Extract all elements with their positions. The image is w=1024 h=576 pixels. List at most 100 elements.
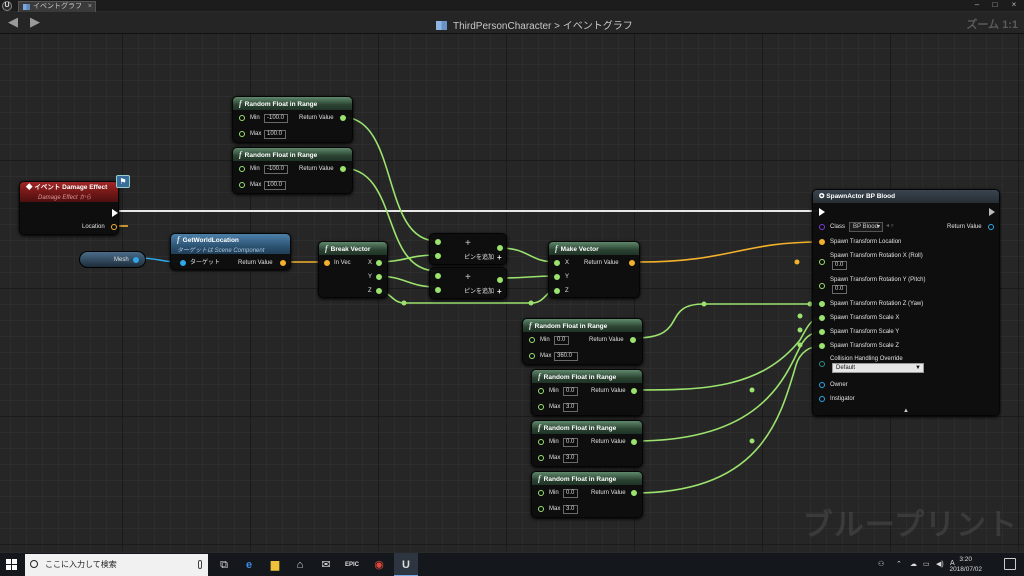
max-field[interactable]: 100.0: [264, 130, 286, 139]
owner-pin[interactable]: [819, 382, 825, 388]
cloud-icon[interactable]: ☁: [910, 561, 917, 568]
scale-z-pin[interactable]: [819, 343, 825, 349]
event-damage-effect-node[interactable]: ◆ イベント Damage Effect Damage Effect から Lo…: [19, 181, 119, 235]
clock[interactable]: 3:20 2018/07/02: [949, 555, 982, 575]
x-pin[interactable]: [376, 260, 382, 266]
x-pin[interactable]: [554, 260, 560, 266]
breadcrumb-asset[interactable]: ThirdPersonCharacter: [453, 21, 552, 32]
tab-close-icon[interactable]: ×: [87, 3, 92, 10]
exec-in-pin[interactable]: [819, 208, 825, 216]
min-field[interactable]: 0.0: [563, 489, 578, 498]
forward-arrow-icon[interactable]: ▶: [30, 14, 40, 29]
min-pin[interactable]: [538, 490, 544, 496]
z-pin[interactable]: [376, 288, 382, 294]
rotation-x-field[interactable]: 0.0: [832, 261, 847, 270]
a-pin[interactable]: [435, 239, 441, 245]
collision-select[interactable]: Default▼: [832, 363, 924, 373]
mesh-variable-node[interactable]: Mesh: [79, 251, 146, 268]
return-value-pin[interactable]: [280, 260, 286, 266]
max-field[interactable]: 100.0: [264, 181, 286, 190]
max-pin[interactable]: [529, 353, 535, 359]
scale-y-pin[interactable]: [819, 329, 825, 335]
max-pin[interactable]: [538, 404, 544, 410]
add-float-node-2[interactable]: + ピンを追加 +: [429, 267, 507, 299]
target-pin[interactable]: [180, 260, 186, 266]
exec-out-pin[interactable]: [989, 208, 995, 216]
tab-event-graph[interactable]: イベントグラフ ×: [18, 1, 96, 12]
collision-pin[interactable]: [819, 361, 825, 367]
spawn-location-pin[interactable]: [819, 239, 825, 245]
add-pin-plus-icon[interactable]: +: [497, 287, 502, 296]
expand-arrow-icon[interactable]: ▲: [903, 408, 909, 414]
b-pin[interactable]: [435, 253, 441, 259]
min-field[interactable]: -100.0: [264, 114, 288, 123]
rotation-x-pin[interactable]: [819, 259, 825, 265]
y-pin[interactable]: [554, 274, 560, 280]
close-button[interactable]: ×: [1011, 0, 1017, 9]
back-arrow-icon[interactable]: ◀: [8, 14, 18, 29]
spawn-actor-node[interactable]: ✪ SpawnActor BP Blood Class BP Blood▾ ◂ …: [812, 189, 1000, 416]
add-pin-label[interactable]: ピンを追加: [464, 289, 495, 295]
chevron-up-icon[interactable]: ⌃: [896, 561, 902, 568]
rotation-y-pin[interactable]: [819, 283, 825, 289]
notification-icon[interactable]: [1004, 558, 1016, 570]
instigator-pin[interactable]: [819, 396, 825, 402]
microphone-icon[interactable]: [198, 560, 202, 569]
max-pin[interactable]: [239, 182, 245, 188]
epic-launcher-icon[interactable]: EPIC: [344, 562, 359, 568]
max-field[interactable]: 3.0: [563, 505, 578, 514]
network-icon[interactable]: ▭: [923, 561, 930, 568]
browse-icon[interactable]: ◂ ⌕: [886, 223, 895, 229]
exec-out-pin[interactable]: [112, 209, 118, 217]
min-pin[interactable]: [538, 388, 544, 394]
return-value-pin[interactable]: [629, 260, 635, 266]
class-pin[interactable]: [819, 224, 825, 230]
min-pin[interactable]: [239, 166, 245, 172]
result-pin[interactable]: [497, 245, 503, 251]
return-value-pin[interactable]: [340, 166, 346, 172]
return-value-pin[interactable]: [631, 490, 637, 496]
min-field[interactable]: 0.0: [563, 438, 578, 447]
max-field[interactable]: 3.0: [563, 454, 578, 463]
result-pin[interactable]: [497, 277, 503, 283]
location-pin[interactable]: [111, 224, 117, 230]
store-icon[interactable]: ⌂: [296, 559, 304, 571]
max-pin[interactable]: [538, 506, 544, 512]
min-field[interactable]: 0.0: [563, 387, 578, 396]
a-pin[interactable]: [435, 273, 441, 279]
mail-icon[interactable]: ✉: [321, 559, 331, 571]
return-value-pin[interactable]: [631, 388, 637, 394]
add-float-node-1[interactable]: + ピンを追加 +: [429, 233, 507, 265]
edge-browser-icon[interactable]: e: [245, 559, 253, 571]
rotation-z-pin[interactable]: [819, 301, 825, 307]
task-view-icon[interactable]: ⧉: [220, 559, 228, 571]
max-pin[interactable]: [239, 131, 245, 137]
max-field[interactable]: 360.0: [554, 352, 578, 361]
maximize-button[interactable]: □: [992, 0, 998, 9]
person-icon[interactable]: ⚇: [878, 561, 885, 568]
min-pin[interactable]: [538, 439, 544, 445]
add-pin-label[interactable]: ピンを追加: [464, 255, 495, 261]
return-value-pin[interactable]: [988, 224, 994, 230]
file-explorer-icon[interactable]: ▆: [270, 559, 280, 571]
y-pin[interactable]: [376, 274, 382, 280]
windows-start-icon[interactable]: [6, 559, 18, 571]
ime-icon[interactable]: A: [950, 560, 955, 567]
z-pin[interactable]: [554, 288, 560, 294]
class-select[interactable]: BP Blood▾: [849, 222, 883, 232]
min-field[interactable]: 0.0: [554, 336, 569, 345]
minimize-button[interactable]: –: [974, 0, 980, 9]
min-pin[interactable]: [239, 115, 245, 121]
volume-icon[interactable]: ◀): [936, 561, 944, 568]
return-value-pin[interactable]: [631, 439, 637, 445]
min-field[interactable]: -100.0: [264, 165, 288, 174]
mesh-out-pin[interactable]: [133, 257, 139, 263]
